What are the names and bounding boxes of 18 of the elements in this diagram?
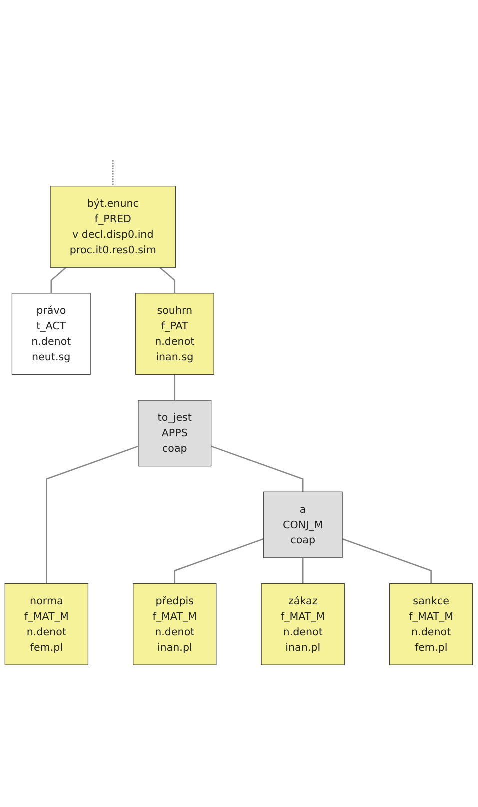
node-box: zákaz f_MAT_M n.denot inan.pl [261,584,345,666]
node-box: být.enunc f_PRED v decl.disp0.ind proc.it0.res0.sim [50,186,176,268]
node-box: sankce f_MAT_M n.denot fem.pl [389,584,474,666]
node-box: právo t_ACT n.denot neut.sg [12,294,91,376]
connector [50,268,67,294]
connector [302,558,304,584]
node-box: norma f_MAT_M n.denot fem.pl [4,584,89,666]
connector [342,538,432,584]
connector [174,375,176,401]
connector [112,160,114,187]
connector [211,446,304,493]
connector [160,268,176,294]
connector [174,538,264,584]
connector [46,446,139,584]
node-box: to_jest APPS coap [138,400,212,468]
node-box: předpis f_MAT_M n.denot inan.pl [133,584,217,666]
node-box: a CONJ_M coap [263,492,343,559]
node-box: souhrn f_PAT n.denot inan.sg [135,294,214,376]
